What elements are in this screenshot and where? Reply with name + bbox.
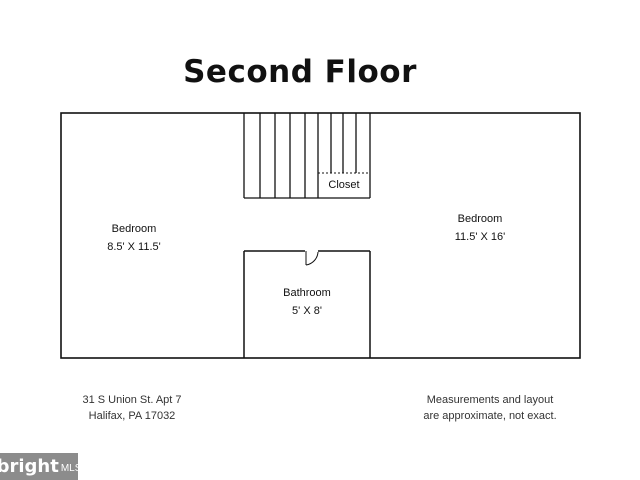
bedroom-left-size: 8.5' X 11.5' xyxy=(107,241,161,253)
bathroom-walls xyxy=(243,250,371,358)
bedroom-left: Bedroom 8.5' X 11.5' xyxy=(60,220,208,256)
bathroom-name: Bathroom xyxy=(283,287,331,299)
bedroom-right-name: Bedroom xyxy=(457,213,503,225)
disclaimer: Measurements and layout are approximate,… xyxy=(405,392,575,424)
closet-label: Closet xyxy=(328,179,360,191)
address-line1: 31 S Union St. Apt 7 xyxy=(82,394,182,406)
disclaimer-line1: Measurements and layout xyxy=(426,394,554,406)
watermark-brand: bright xyxy=(0,456,59,477)
staircase xyxy=(243,113,371,199)
bedroom-right: Bedroom 11.5' X 16' xyxy=(410,210,550,246)
outer-wall xyxy=(60,112,581,359)
bedroom-left-name: Bedroom xyxy=(111,223,157,235)
address: 31 S Union St. Apt 7 Halifax, PA 17032 xyxy=(62,392,202,424)
watermark-suffix: MLS xyxy=(60,463,82,474)
bright-mls-watermark: bright MLS xyxy=(0,453,81,480)
bathroom-door xyxy=(305,251,319,266)
address-line2: Halifax, PA 17032 xyxy=(88,410,176,422)
bathroom: Bathroom 5' X 8' xyxy=(244,284,370,320)
bedroom-right-size: 11.5' X 16' xyxy=(454,231,506,243)
floor-title: Second Floor xyxy=(183,54,417,90)
disclaimer-line2: are approximate, not exact. xyxy=(423,410,557,422)
bathroom-size: 5' X 8' xyxy=(292,305,322,317)
